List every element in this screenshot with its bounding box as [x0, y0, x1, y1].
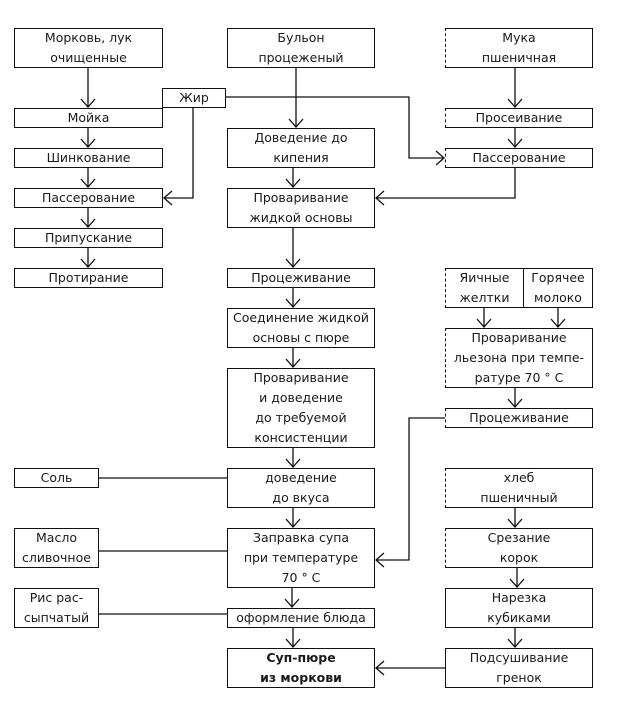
arrow-bread-to-crust-arrowhead — [507, 518, 523, 528]
arrow-flour-to-sifting-arrowhead — [507, 98, 523, 108]
node-final-dish: Суп-пюре из моркови — [227, 648, 375, 688]
node-combining: Соединение жидкой основы с пюре — [227, 308, 375, 348]
node-cubing: Нарезка кубиками — [445, 588, 593, 628]
node-seasoning: доведение до вкуса — [227, 468, 375, 508]
arrow-fat-to-saute-left — [164, 108, 194, 199]
node-stewing: Припускание — [14, 228, 163, 248]
node-sifting: Просеивание — [445, 108, 593, 128]
node-crust-cutting: Срезание корок — [445, 528, 593, 568]
arrow-consistency-to-seasoning-arrowhead — [285, 458, 301, 468]
arrow-plating-to-final-arrowhead — [285, 638, 301, 648]
arrow-straining-to-dressing-arrowhead — [375, 552, 385, 568]
arrow-saute-right-to-cooking — [376, 168, 516, 199]
node-washing: Мойка — [14, 108, 163, 128]
arrow-saute-to-stewing-arrowhead — [80, 218, 96, 228]
arrow-milk-to-liaison-arrowhead — [550, 318, 566, 328]
node-shredding: Шинкование — [14, 148, 163, 168]
node-plating: оформление блюда — [227, 608, 375, 628]
node-fat: Жир — [162, 88, 226, 108]
node-salt: Соль — [14, 468, 99, 488]
arrow-liaison-to-straining-arrowhead — [507, 398, 523, 408]
node-flour: Мука пшеничная — [445, 28, 593, 68]
arrow-dressing-to-plating-arrowhead — [284, 598, 300, 608]
arrow-fat-to-saute-left-arrowhead — [163, 190, 173, 206]
node-straining-mid: Процеживание — [227, 268, 375, 288]
node-carrot-onion: Морковь, лук очищенные — [14, 28, 163, 68]
node-rice: Рис рас- сыпчатый — [14, 588, 99, 628]
node-milk: Горячее молоко — [523, 268, 593, 308]
node-yolks: Яичные желтки — [445, 268, 524, 308]
node-liaison: Проваривание льезона при темпе- ратуре 7… — [445, 328, 593, 388]
arrow-straining-to-combining-arrowhead — [285, 298, 301, 308]
arrow-cubing-to-drying-arrowhead — [507, 638, 523, 648]
arrow-combining-to-consistency-arrowhead — [285, 358, 301, 368]
node-bread: хлеб пшеничный — [445, 468, 593, 508]
node-broth: Бульон процеженый — [227, 28, 375, 68]
arrow-boiling-to-cooking-arrowhead — [285, 178, 301, 188]
arrow-sifting-to-saute-arrowhead — [507, 138, 523, 148]
arrow-shredding-to-saute-arrowhead — [80, 178, 96, 188]
node-butter: Масло сливочное — [14, 528, 99, 568]
arrow-crust-to-cubing-arrowhead — [509, 578, 525, 588]
node-saute-right: Пассерование — [445, 148, 593, 168]
node-boiling: Доведение до кипения — [227, 128, 375, 168]
arrow-broth-to-boiling-arrowhead — [288, 118, 304, 128]
node-drying: Подсушивание гренок — [445, 648, 593, 688]
node-cooking-consistency: Проваривание и доведение до требуемой ко… — [227, 368, 375, 448]
arrow-fat-to-saute-right — [226, 96, 444, 159]
node-straining-right: Процеживание — [445, 408, 593, 428]
arrow-fat-to-saute-right-arrowhead — [435, 150, 445, 166]
node-dressing: Заправка супа при температуре 70 ° С — [227, 528, 375, 588]
arrow-drying-to-final-arrowhead — [375, 660, 385, 676]
arrow-cooking-to-straining-arrowhead — [285, 258, 301, 268]
arrow-yolks-to-liaison-arrowhead — [476, 318, 492, 328]
node-wiping: Протирание — [14, 268, 163, 288]
arrow-washing-to-shredding-arrowhead — [80, 138, 96, 148]
node-saute-left: Пассерование — [14, 188, 163, 208]
arrow-carrot-to-washing-arrowhead — [80, 98, 96, 108]
node-cooking-base: Проваривание жидкой основы — [227, 188, 375, 228]
arrow-straining-to-dressing — [376, 417, 445, 561]
arrow-seasoning-to-dressing-arrowhead — [285, 518, 301, 528]
arrow-saute-right-to-cooking-arrowhead — [375, 190, 385, 206]
arrow-stewing-to-wiping-arrowhead — [80, 258, 96, 268]
